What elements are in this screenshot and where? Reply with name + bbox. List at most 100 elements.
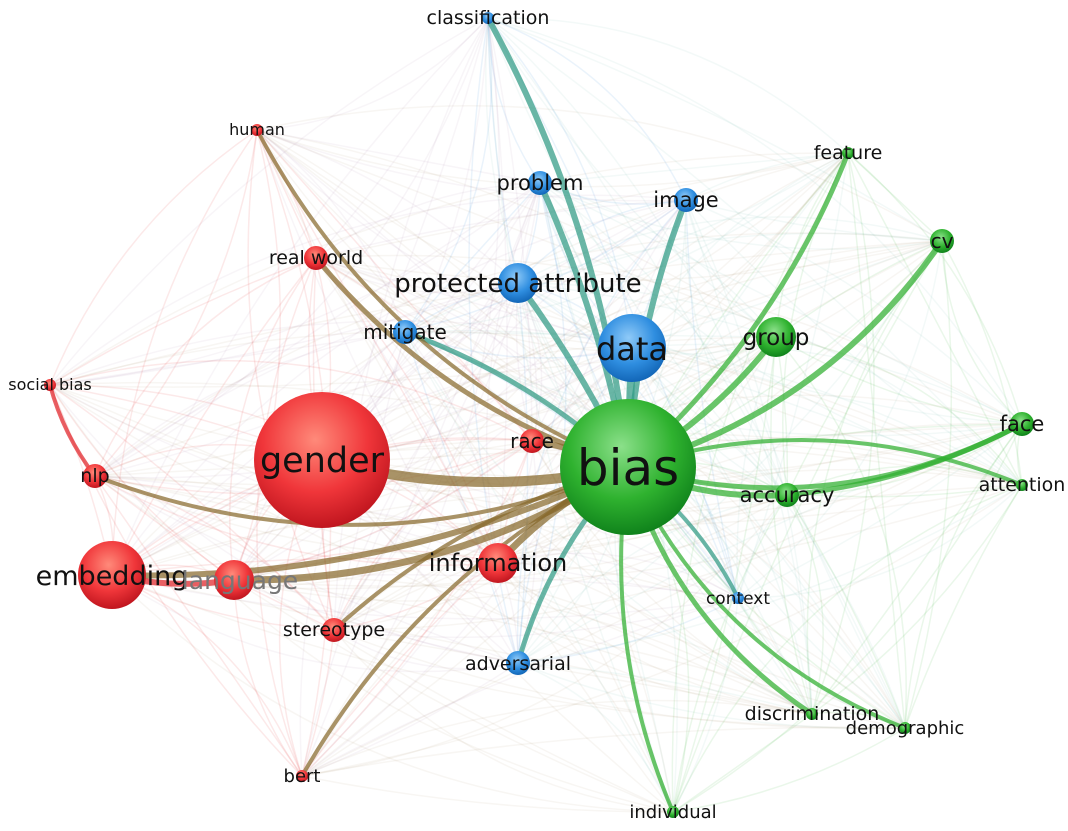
faint-link [315,257,777,353]
faint-link [672,240,943,813]
faint-link [94,232,943,477]
node-discrimination[interactable] [806,708,818,720]
label-group: group [743,325,810,351]
faint-link [315,240,943,283]
node-classification[interactable] [482,12,494,24]
faint-link [49,331,406,386]
node-information[interactable] [478,543,518,583]
faint-link [49,129,258,386]
node-gender[interactable] [254,392,390,528]
node-context[interactable] [732,592,744,604]
faint-link [256,17,489,131]
node-cv[interactable] [930,229,954,253]
faint-link [301,726,906,777]
faint-link [111,17,489,576]
faint-link [684,199,788,496]
faint-link [737,484,1023,599]
faint-link [487,17,1023,486]
label-language: language [182,566,298,595]
faint-link [517,494,788,664]
faint-link [111,574,674,813]
node-language[interactable] [214,560,254,600]
faint-link [49,194,687,386]
faint-link [685,199,1023,425]
node-feature[interactable] [842,147,854,159]
faint-link [517,282,1023,425]
faint-link [517,484,1023,664]
label-embedding: embedding [36,561,189,592]
node-data[interactable] [598,314,666,382]
node-nlp[interactable] [83,464,107,488]
faint-link [49,17,489,386]
node-bias[interactable] [560,399,696,535]
node-social-bias[interactable] [44,379,56,391]
label-data: data [596,330,668,368]
faint-link [256,129,533,442]
node-group[interactable] [756,317,796,357]
node-stereotype[interactable] [322,618,346,642]
faint-link [301,282,519,777]
label-mitigate: mitigate [363,320,447,344]
node-mitigate[interactable] [393,320,417,344]
faint-link [672,494,788,813]
node-adversarial[interactable] [506,651,530,675]
link-bias-embedding [109,464,631,579]
faint-link [517,282,529,664]
faint-link [497,152,849,564]
node-image[interactable] [674,188,698,212]
faint-link [94,257,317,477]
faint-link [321,459,906,729]
faint-link [49,384,813,715]
label-image: image [653,188,718,212]
faint-link [516,199,687,664]
nodes [44,12,1034,818]
faint-link [256,129,541,184]
faint-link [333,494,788,631]
faint-link [233,182,541,581]
faint-link [539,182,687,205]
faint-link [685,199,906,729]
node-face[interactable] [1010,412,1034,436]
node-accuracy[interactable] [775,483,799,507]
faint-link [517,152,849,664]
node-protected-attribute[interactable] [498,263,538,303]
node-human[interactable] [251,124,263,136]
faint-link [631,240,943,349]
node-real-world[interactable] [304,246,328,270]
faint-link [315,257,1023,486]
faint-link [685,199,813,715]
node-attention[interactable] [1016,479,1028,491]
node-demographic[interactable] [899,722,911,734]
faint-link [497,422,1023,564]
background-links [49,17,1023,813]
faint-link [315,199,687,259]
faint-link [539,182,788,496]
faint-link [806,240,943,715]
faint-link [404,182,541,333]
faint-link [94,475,1023,528]
faint-link [737,597,813,715]
node-problem[interactable] [528,171,552,195]
faint-link [847,152,1023,425]
faint-link [301,629,335,777]
faint-link [786,465,1023,496]
faint-link [539,182,943,250]
node-bert[interactable] [296,770,308,782]
label-classification: classification [427,7,550,29]
faint-link [517,282,777,338]
faint-link [672,484,1023,813]
faint-link [539,182,1023,425]
faint-link [301,17,501,777]
faint-link [847,152,906,729]
node-race[interactable] [520,429,544,453]
node-embedding[interactable] [78,541,146,609]
label-adversarial: adversarial [465,653,571,675]
node-individual[interactable] [667,806,679,818]
faint-link [315,182,541,259]
faint-link [685,199,777,338]
faint-link [111,574,813,715]
label-discrimination: discrimination [745,703,880,725]
faint-link [487,17,849,154]
faint-link [94,282,519,477]
faint-link [111,129,258,576]
